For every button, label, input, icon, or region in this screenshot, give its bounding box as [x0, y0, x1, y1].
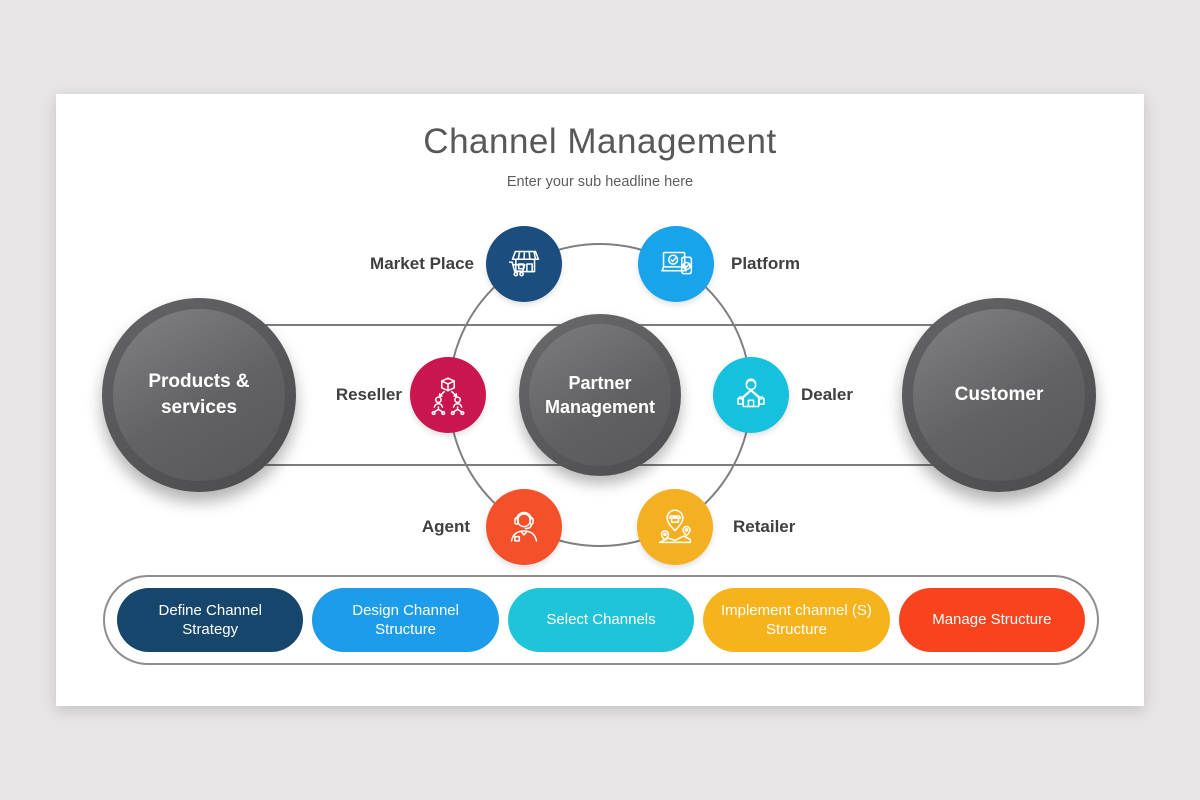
page-subtitle: Enter your sub headline here	[506, 174, 694, 190]
node-partner-management[interactable]: Partner Management	[519, 314, 681, 476]
step-design-channel-structure[interactable]: Design Channel Structure	[312, 588, 499, 652]
page-title: Channel Management	[423, 122, 777, 161]
node-customer[interactable]: Customer	[902, 298, 1096, 492]
satellite-platform[interactable]	[638, 226, 714, 302]
store-map-pin-icon	[652, 504, 698, 550]
step-manage-structure[interactable]: Manage Structure	[898, 588, 1086, 652]
storefront-cart-icon	[501, 241, 547, 287]
label-platform: Platform	[731, 254, 800, 273]
laptop-phone-check-icon	[653, 241, 699, 287]
label-reseller: Reseller	[335, 385, 402, 404]
node-products-services-label: Products & services	[148, 371, 250, 418]
node-products-services[interactable]: Products & services	[102, 298, 296, 492]
step-select-channels[interactable]: Select Channels	[507, 588, 695, 652]
satellite-agent[interactable]	[486, 489, 562, 565]
dealer-house-bags-icon	[728, 372, 774, 418]
satellite-dealer[interactable]	[713, 357, 789, 433]
satellite-retailer[interactable]	[637, 489, 713, 565]
label-agent: Agent	[421, 517, 470, 536]
node-partner-management-label: Partner Management	[544, 372, 656, 417]
satellite-reseller[interactable]	[410, 357, 486, 433]
label-market-place: Market Place	[370, 254, 474, 273]
step-define-channel-strategy[interactable]: Define Channel Strategy	[117, 588, 304, 652]
node-customer-label: Customer	[954, 384, 1044, 406]
support-headset-icon	[501, 504, 547, 550]
label-retailer: Retailer	[733, 517, 796, 536]
slide-canvas: Channel Management Enter your sub headli…	[56, 94, 1144, 706]
box-distribution-icon	[425, 372, 471, 418]
process-track: Define Channel Strategy Design Channel S…	[103, 575, 1099, 665]
satellite-market-place[interactable]	[486, 226, 562, 302]
label-dealer: Dealer	[801, 385, 853, 404]
step-implement-channel-structure[interactable]: Implement channel (S) Structure	[703, 588, 890, 652]
